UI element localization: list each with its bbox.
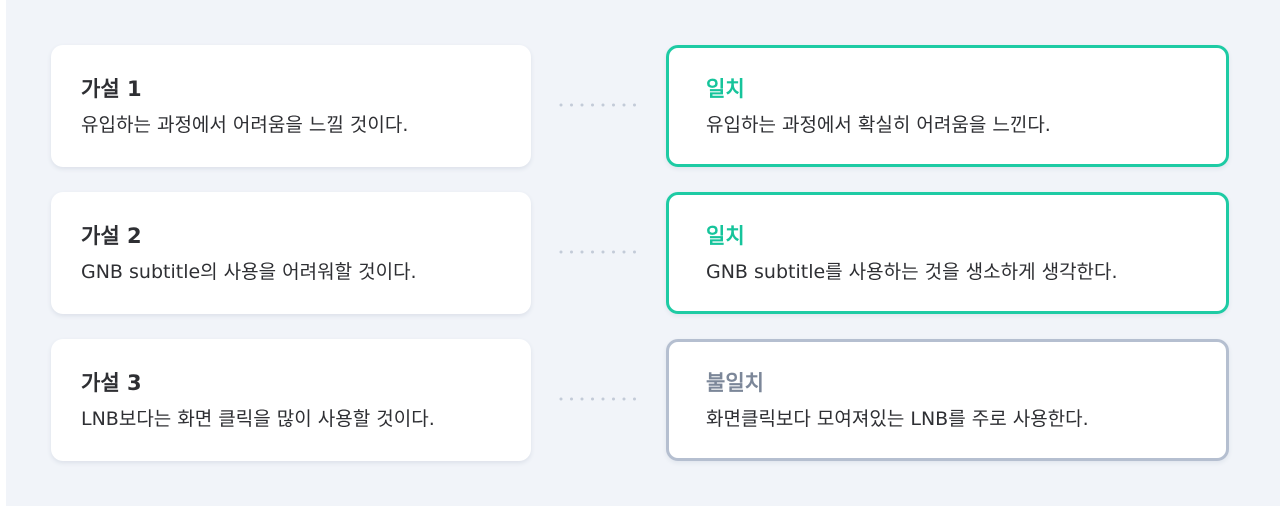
hypothesis-row-1: 가설 1 유입하는 과정에서 어려움을 느낄 것이다. 일치 유입하는 과정에서… — [6, 45, 1280, 167]
result-text: 유입하는 과정에서 확실히 어려움을 느낀다. — [706, 114, 1051, 136]
dotted-connector — [558, 249, 648, 255]
hypothesis-title: 가설 2 — [81, 224, 142, 248]
dotted-connector-line — [559, 103, 647, 107]
hypothesis-row-2: 가설 2 GNB subtitle의 사용을 어려워할 것이다. 일치 GNB … — [6, 192, 1280, 314]
dotted-connector — [558, 102, 648, 108]
result-card-2: 일치 GNB subtitle를 사용하는 것을 생소하게 생각한다. — [666, 192, 1229, 314]
dotted-connector-line — [559, 250, 647, 254]
hypothesis-title: 가설 3 — [81, 371, 142, 395]
dotted-connector — [558, 396, 648, 402]
hypothesis-card-1: 가설 1 유입하는 과정에서 어려움을 느낄 것이다. — [51, 45, 531, 167]
hypothesis-text: 유입하는 과정에서 어려움을 느낄 것이다. — [81, 114, 409, 136]
result-card-1: 일치 유입하는 과정에서 확실히 어려움을 느낀다. — [666, 45, 1229, 167]
result-status: 불일치 — [706, 371, 764, 395]
hypothesis-text: GNB subtitle의 사용을 어려워할 것이다. — [81, 261, 417, 283]
hypothesis-row-3: 가설 3 LNB보다는 화면 클릭을 많이 사용할 것이다. 불일치 화면클릭보… — [6, 339, 1280, 461]
hypothesis-diagram: 가설 1 유입하는 과정에서 어려움을 느낄 것이다. 일치 유입하는 과정에서… — [6, 0, 1280, 506]
result-text: GNB subtitle를 사용하는 것을 생소하게 생각한다. — [706, 261, 1118, 283]
hypothesis-card-3: 가설 3 LNB보다는 화면 클릭을 많이 사용할 것이다. — [51, 339, 531, 461]
result-card-3: 불일치 화면클릭보다 모여져있는 LNB를 주로 사용한다. — [666, 339, 1229, 461]
result-text: 화면클릭보다 모여져있는 LNB를 주로 사용한다. — [706, 408, 1089, 430]
hypothesis-title: 가설 1 — [81, 77, 142, 101]
hypothesis-card-2: 가설 2 GNB subtitle의 사용을 어려워할 것이다. — [51, 192, 531, 314]
dotted-connector-line — [559, 397, 647, 401]
result-status: 일치 — [706, 77, 745, 101]
hypothesis-text: LNB보다는 화면 클릭을 많이 사용할 것이다. — [81, 408, 435, 430]
result-status: 일치 — [706, 224, 745, 248]
